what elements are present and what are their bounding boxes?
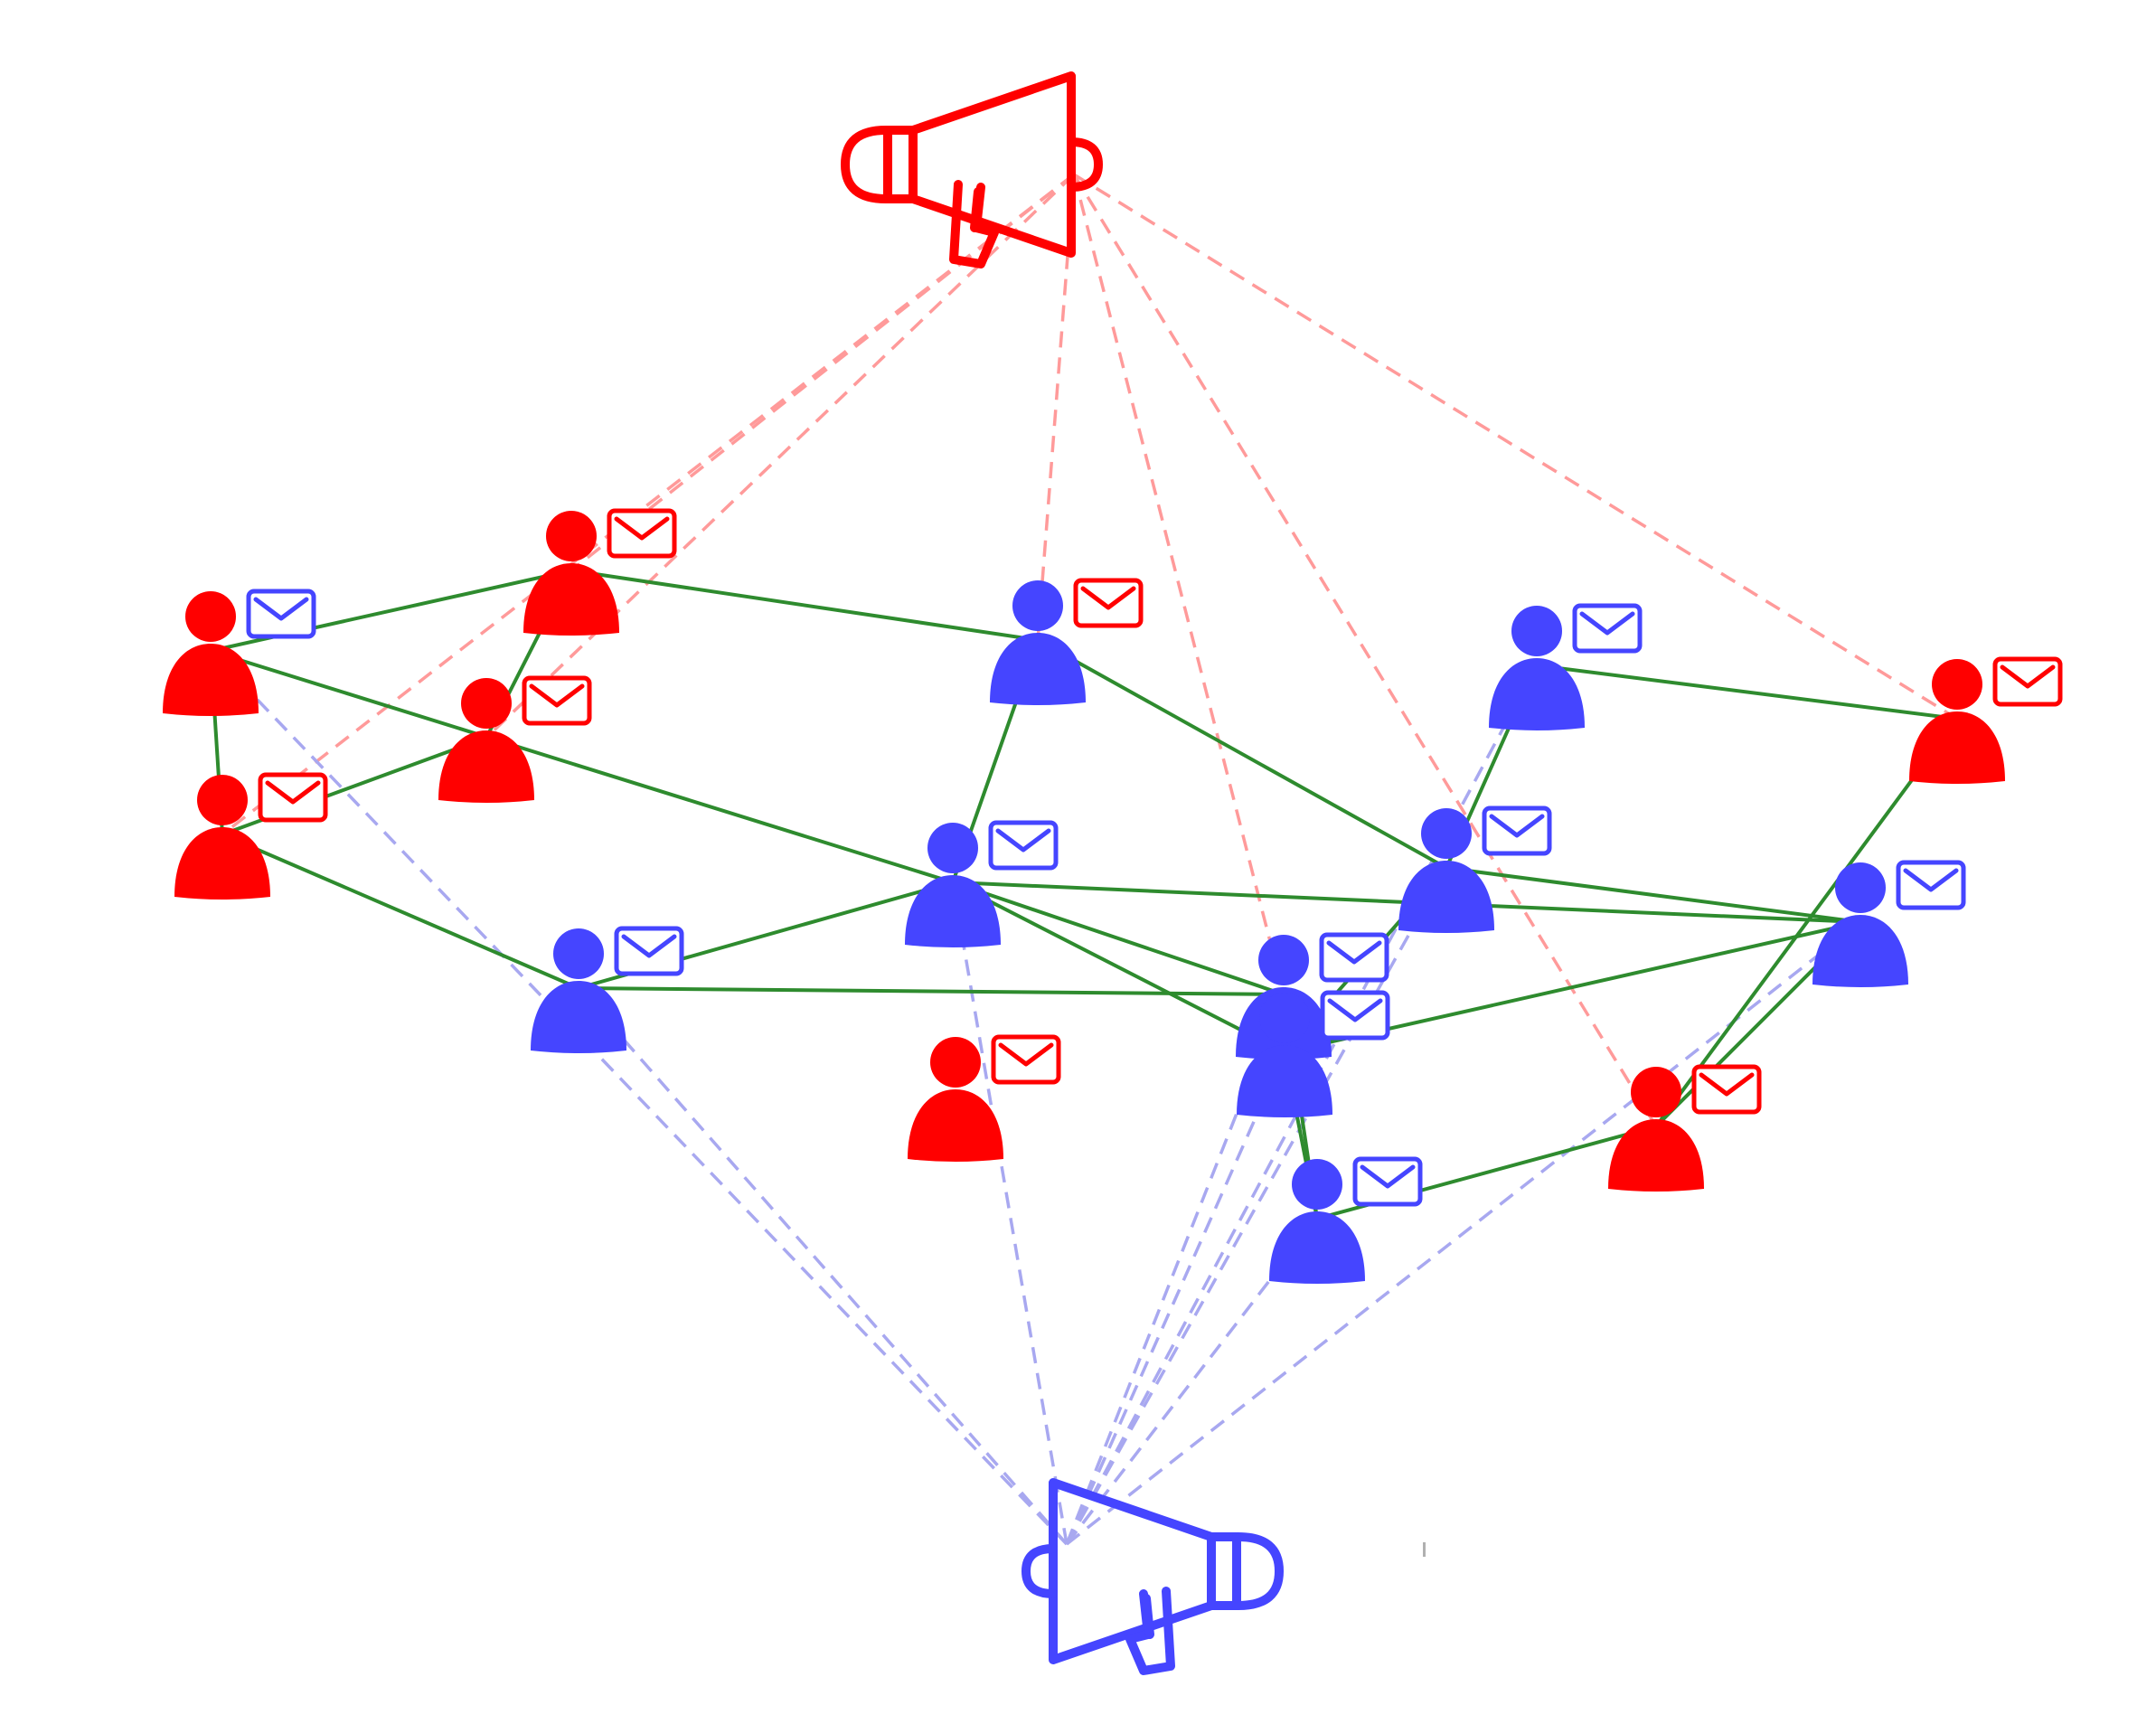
blue-broadcast-link-a1: [209, 649, 1069, 1546]
envelope-icon: [1482, 805, 1552, 856]
social-link-a8-a10: [578, 986, 1285, 996]
social-link-a12-a16: [1654, 717, 1959, 1128]
envelope-icon: [991, 1034, 1061, 1085]
person-icon: [908, 1037, 1003, 1162]
agent-node-a9: [905, 820, 1059, 947]
envelope-icon: [607, 508, 677, 559]
agent-node-a7: [908, 1034, 1061, 1162]
envelope-icon: [1073, 578, 1144, 628]
person-icon: [905, 823, 1001, 947]
red-broadcast-link-a12: [1073, 173, 1958, 721]
red-broadcaster-megaphone-icon: [841, 71, 1103, 268]
agent-node-a1: [163, 589, 316, 716]
social-link-a9-a10: [952, 881, 1285, 996]
stray-mark: [1423, 1542, 1426, 1557]
person-icon: [1269, 1159, 1365, 1284]
person-icon: [163, 591, 259, 716]
agent-node-a4: [174, 772, 328, 900]
envelope-icon: [1320, 990, 1390, 1041]
person-icon: [1489, 606, 1585, 730]
person-icon: [990, 580, 1086, 705]
person-icon: [523, 511, 619, 636]
envelope-icon: [258, 772, 328, 823]
broadcasters: [841, 71, 1284, 1675]
blue-broadcast-link-a8: [577, 986, 1069, 1546]
social-link-a4-a8: [221, 833, 579, 990]
social-links: [209, 569, 1959, 1220]
agent-node-a12: [1909, 656, 2063, 784]
blue-broadcast-link-a14: [1065, 1051, 1286, 1545]
social-link-a9-a14: [952, 881, 1285, 1054]
person-icon: [1812, 862, 1908, 987]
person-icon: [1608, 1067, 1704, 1192]
red-broadcast-link-a10: [1072, 174, 1285, 995]
envelope-icon: [1992, 656, 2063, 707]
agent-node-a13: [1812, 860, 1966, 987]
person-icon: [1909, 659, 2005, 784]
person-icon: [438, 678, 534, 803]
envelope-icon: [1572, 603, 1643, 654]
envelope-icon: [1319, 932, 1389, 983]
social-link-a11-a13: [1445, 866, 1861, 924]
social-link-a1-a9: [210, 649, 954, 884]
person-icon: [531, 928, 626, 1053]
envelope-icon: [1896, 860, 1966, 910]
agent-node-a6: [1489, 603, 1643, 730]
agent-node-a16: [1608, 1064, 1762, 1192]
person-icon: [1398, 808, 1494, 933]
person-icon: [174, 775, 270, 900]
envelope-icon: [988, 820, 1059, 871]
red-broadcast-link-a3: [485, 173, 1076, 740]
blue-broadcast-link-a10: [1065, 994, 1285, 1545]
blue-broadcaster-megaphone-icon: [1022, 1478, 1284, 1675]
social-link-a6-a12: [1536, 664, 1958, 721]
envelope-icon: [1352, 1156, 1423, 1207]
agent-node-a8: [531, 926, 684, 1053]
agent-node-a15: [1269, 1156, 1423, 1284]
agent-node-a11: [1398, 805, 1552, 933]
social-link-a2-a5: [570, 569, 1039, 642]
envelope-icon: [1691, 1064, 1762, 1115]
agent-nodes: [163, 508, 2063, 1284]
agent-node-a3: [438, 675, 592, 803]
social-link-a5-a11: [1037, 638, 1447, 870]
agent-node-a5: [990, 578, 1144, 705]
envelope-icon: [522, 675, 592, 726]
envelope-icon: [246, 589, 316, 639]
red-broadcast-link-a4: [221, 173, 1076, 836]
agent-node-a14: [1237, 990, 1390, 1117]
envelope-icon: [614, 926, 684, 976]
person-icon: [1237, 993, 1332, 1117]
red-broadcast-link-a16: [1072, 174, 1658, 1127]
blue-broadcast-link-a13: [1065, 920, 1862, 1546]
agent-node-a2: [523, 508, 677, 636]
broadcast-links: [209, 173, 1958, 1546]
